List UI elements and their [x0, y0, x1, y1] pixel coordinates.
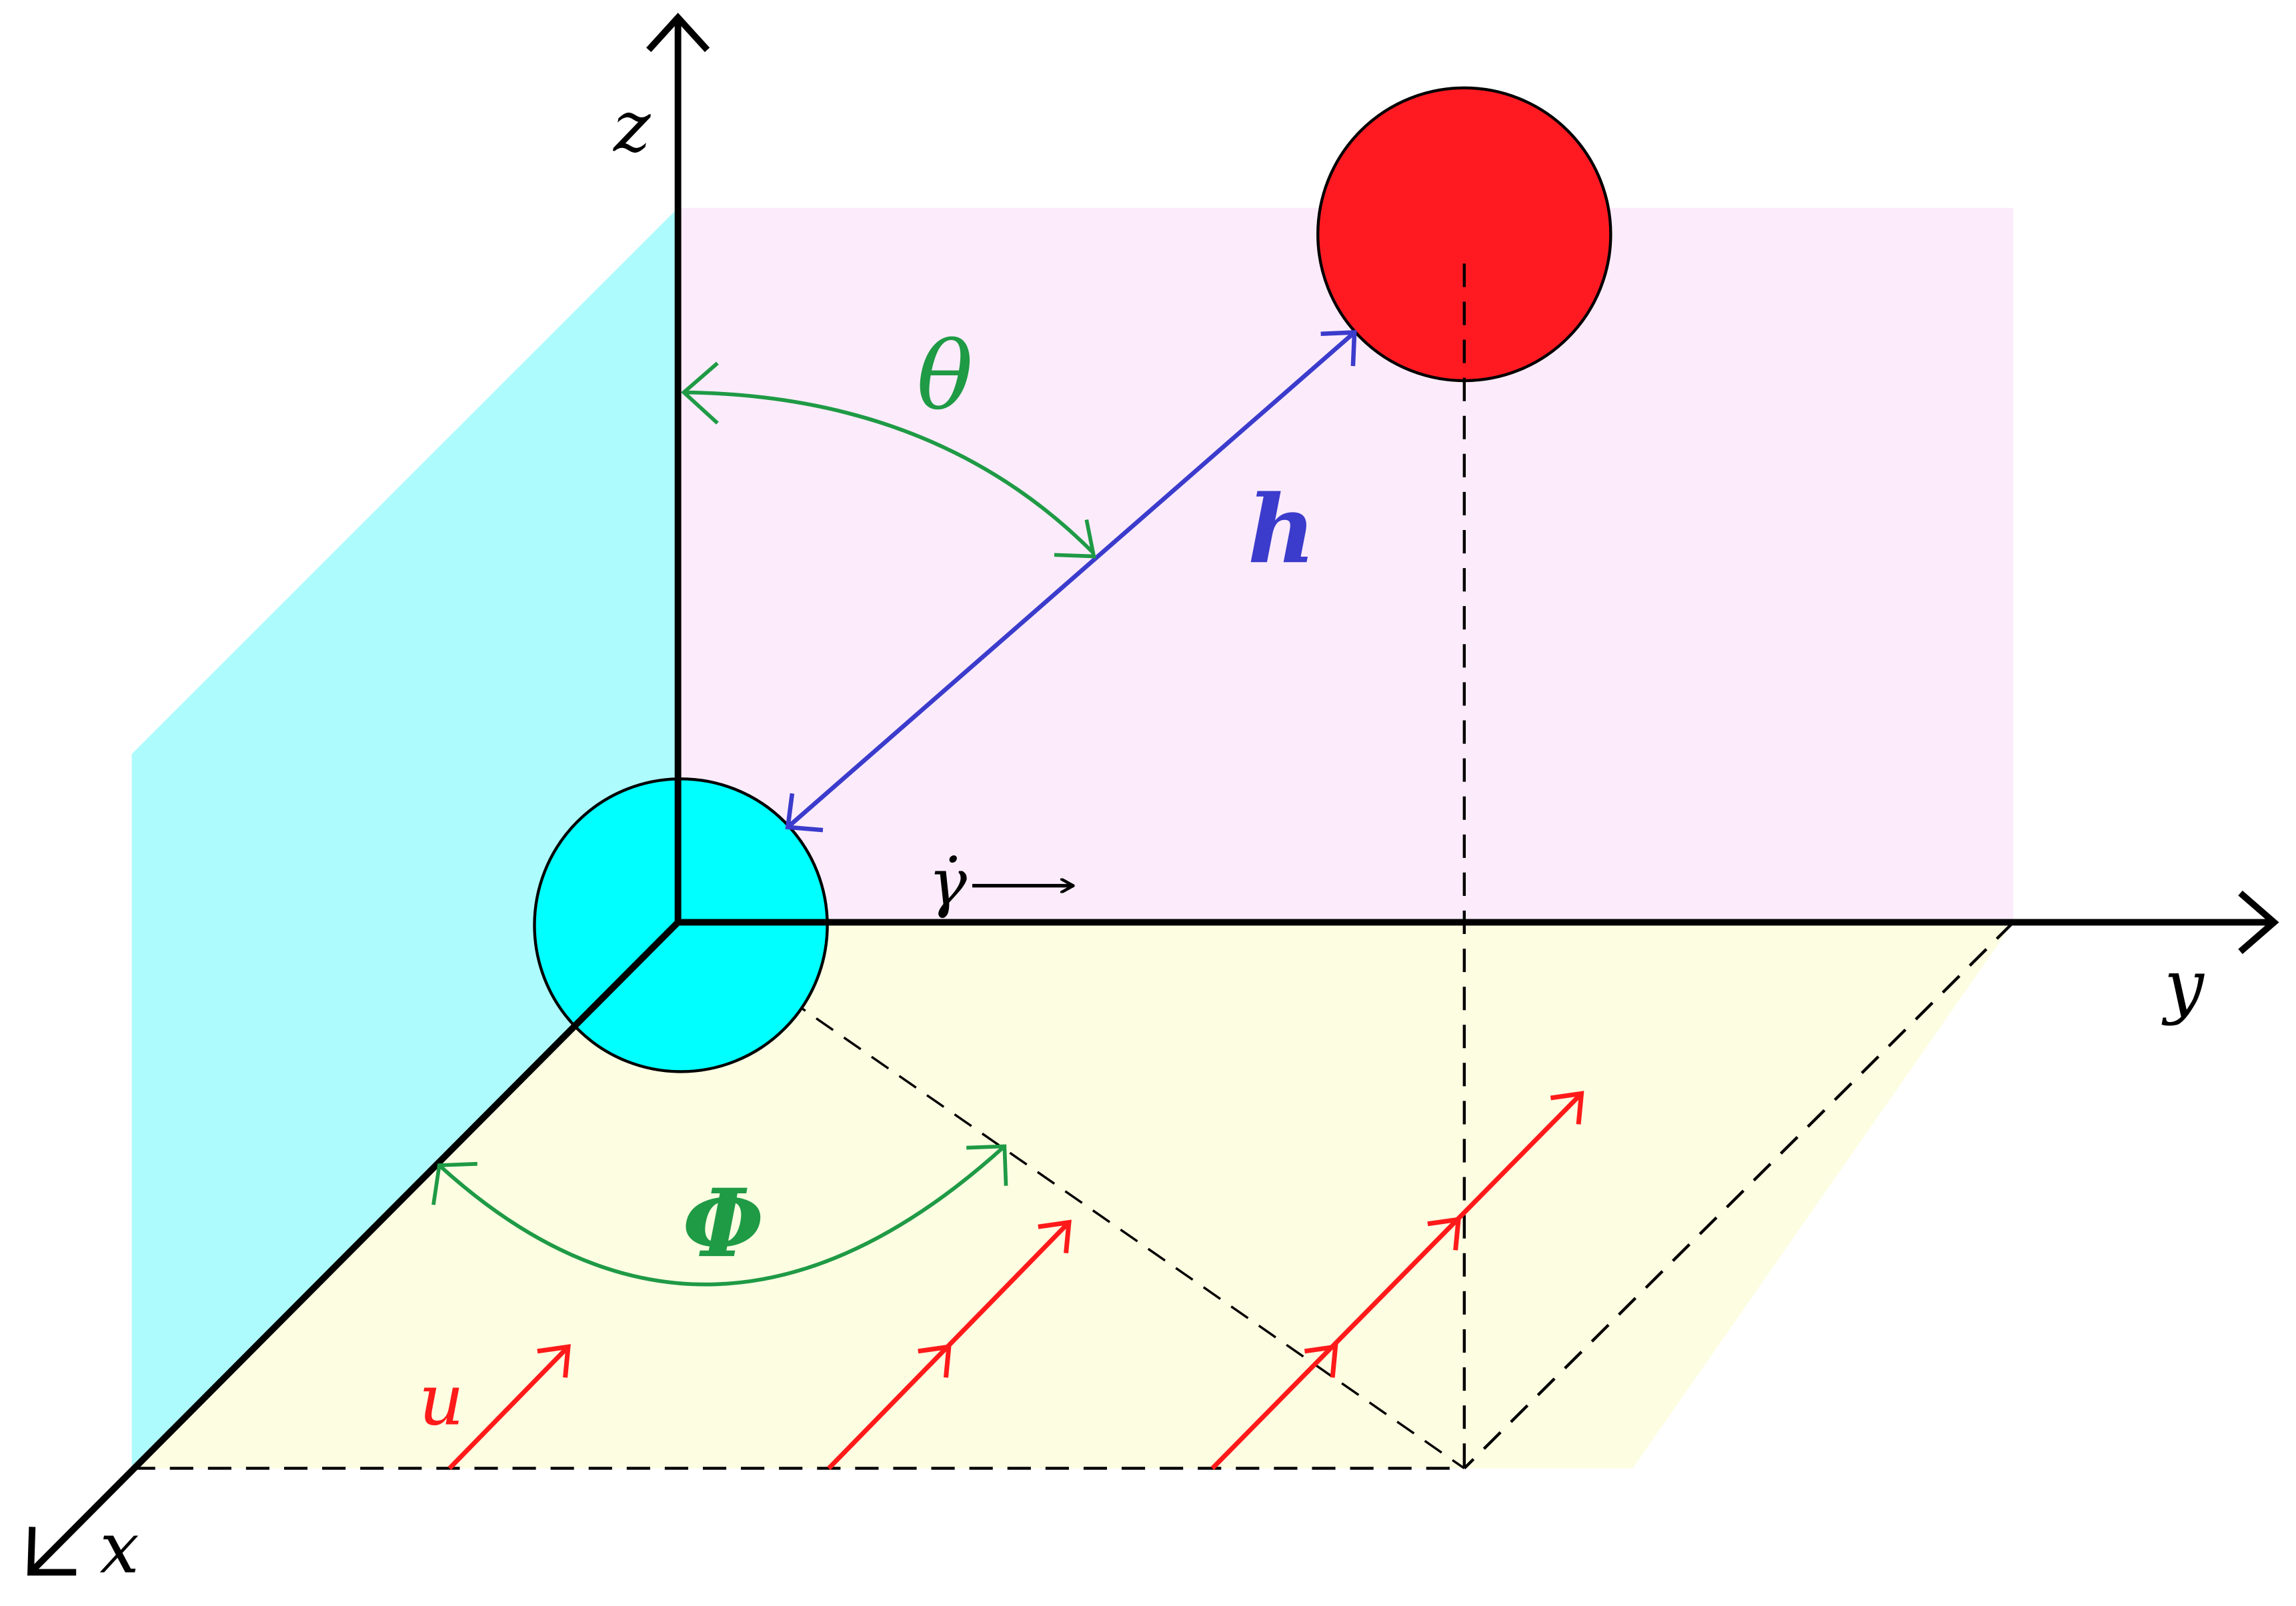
- theta-arc: [684, 390, 1096, 555]
- u-label: u: [419, 1359, 464, 1441]
- theta-label: θ: [917, 323, 974, 431]
- x-axis-arrowhead: [27, 1527, 77, 1576]
- flow-arrow-3: [1210, 1091, 1583, 1470]
- phi-arrowhead-right: [966, 1144, 1008, 1186]
- z-axis-arrowhead: [646, 13, 710, 53]
- flow-arrow-1-head: [537, 1344, 571, 1378]
- projection-diagonal-line: [677, 921, 1465, 1469]
- flow-arrow-1: [447, 1345, 570, 1470]
- flow-arrow-3-head: [1550, 1091, 1584, 1125]
- y-axis-label: y: [2161, 945, 2205, 1027]
- theta-arrowhead-left: [681, 361, 719, 425]
- x-axis-label: x: [99, 1507, 139, 1589]
- phi-arrowhead-left: [431, 1161, 477, 1205]
- flow-arrows: [447, 1091, 1584, 1470]
- phi-arc: [437, 1145, 1006, 1287]
- y-axis-arrowhead: [2238, 890, 2279, 955]
- flow-arrow-2-mid: [918, 1344, 952, 1378]
- xy-plane-right-edge: [1463, 921, 2015, 1470]
- shear-rate-label: γ̇: [928, 845, 967, 920]
- xz-plane: [131, 207, 678, 1469]
- flow-arrow-3-mid2: [1427, 1217, 1461, 1251]
- yz-plane: [678, 207, 2014, 923]
- flow-arrow-3-mid1: [1304, 1344, 1338, 1378]
- red-sphere: [1316, 86, 1612, 383]
- separation-arrowhead-bottom: [785, 793, 824, 833]
- separation-line-h: [786, 331, 1356, 829]
- z-axis-label: z: [612, 85, 652, 167]
- separation-arrowhead-top: [1320, 330, 1357, 367]
- h-label: h: [1248, 475, 1316, 585]
- x-axis: [29, 919, 681, 1573]
- flow-arrow-2-head: [1038, 1219, 1072, 1254]
- theta-arrowhead-right: [1054, 519, 1096, 559]
- phi-label: Φ: [682, 1169, 764, 1279]
